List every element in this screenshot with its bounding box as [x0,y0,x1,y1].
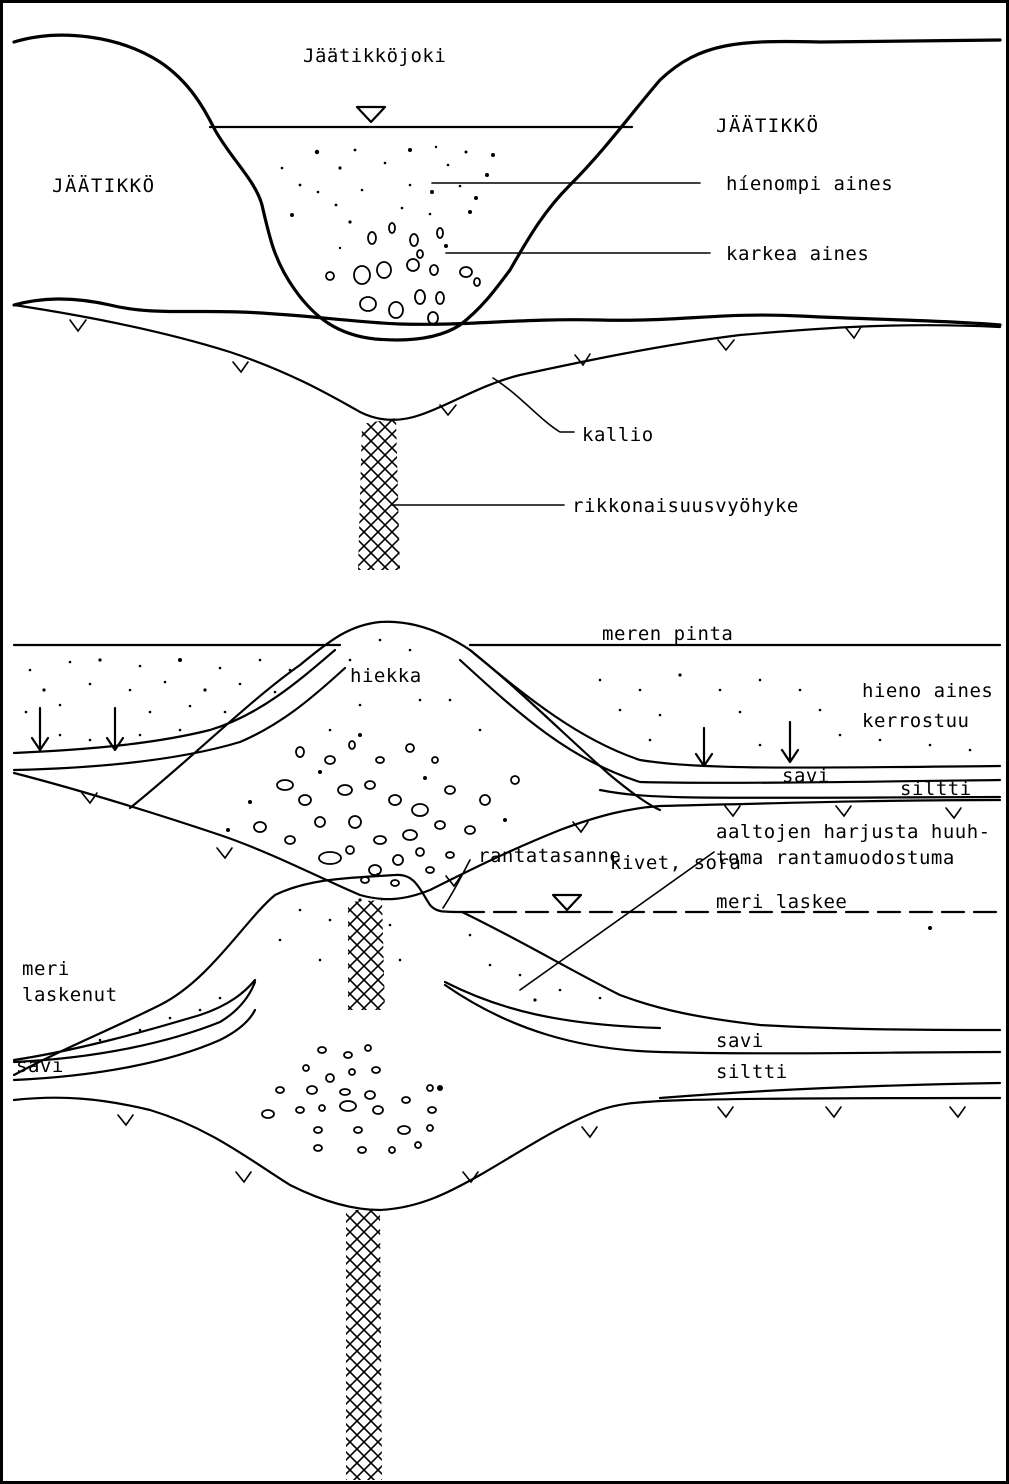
arrow-down-icon [107,708,123,750]
label-sea-level: meren pinta [602,623,733,645]
beach-pebbles [262,1045,443,1153]
layer-right-top [470,650,1000,768]
label-silt: siltti [900,778,972,800]
label-fine-material-2: kerrostuu [862,710,969,732]
fine-material-dots [281,146,495,249]
beach-mound-outline [14,875,462,1075]
settling-arrows [32,708,798,766]
coarse-material-pebbles [326,223,480,324]
arrow-down-icon [782,722,798,762]
label-sea-receded-1: meri [22,958,70,980]
label-beach-terrace: rantatasanne [478,845,621,867]
label-fracture-zone: rikkonaisuusvyöhyke [572,495,799,517]
label-clay-right: savi [716,1030,764,1052]
panel-beach: rantatasanne aaltojen harjusta huuh- tom… [14,821,1000,1480]
water-level-triangle-icon [357,107,385,122]
label-glacier-right: JÄÄTIKKÖ [716,114,820,137]
label-fine-material: híenompi aines [726,173,893,195]
water-level-triangle-icon-2 [553,895,581,910]
fracture-zone-1 [358,418,400,570]
panel-glacial-river: Jäätikköjoki JÄÄTIKKÖ JÄÄTIKKÖ híenompi … [14,35,1000,570]
layer-left-top [14,650,335,753]
fracture-zone-2 [348,900,385,1010]
label-silt-3: siltti [716,1061,788,1083]
bedrock-ticks-3 [118,1107,965,1182]
wedge-right-top [462,912,1000,1030]
gravel-pebbles [226,733,519,886]
label-bedrock: kallio [582,424,654,446]
esker-outline [130,622,660,810]
arrow-down-icon [696,728,712,766]
label-wave-formation-2: toma rantamuodostuma [716,847,955,869]
leader-bedrock [493,378,574,432]
label-sea-receded-2: laskenut [22,984,118,1006]
label-fine-material-1: hieno aines [862,680,993,702]
layer-right-siltti-bottom [660,1083,1000,1098]
label-clay: savi [782,765,830,787]
label-glacial-river: Jäätikköjoki [303,45,446,67]
label-sand: hiekka [350,665,422,687]
label-wave-formation-1: aaltojen harjusta huuh- [716,821,991,843]
leader-beach-terrace [443,860,470,908]
label-glacier-left: JÄÄTIKKÖ [52,174,156,197]
panel-esker: meren pinta hiekka hieno aines kerrostuu… [14,622,1000,1010]
bedrock-surface-3 [14,1098,1000,1210]
label-sea-receding: meri laskee [716,891,847,913]
label-clay-left: savi [16,1055,64,1077]
label-coarse-material: karkea aines [726,243,869,265]
glacier-base [14,299,1000,325]
stray-dot [928,926,932,930]
fracture-zone-3 [346,1210,382,1480]
arrow-down-icon [32,708,48,750]
